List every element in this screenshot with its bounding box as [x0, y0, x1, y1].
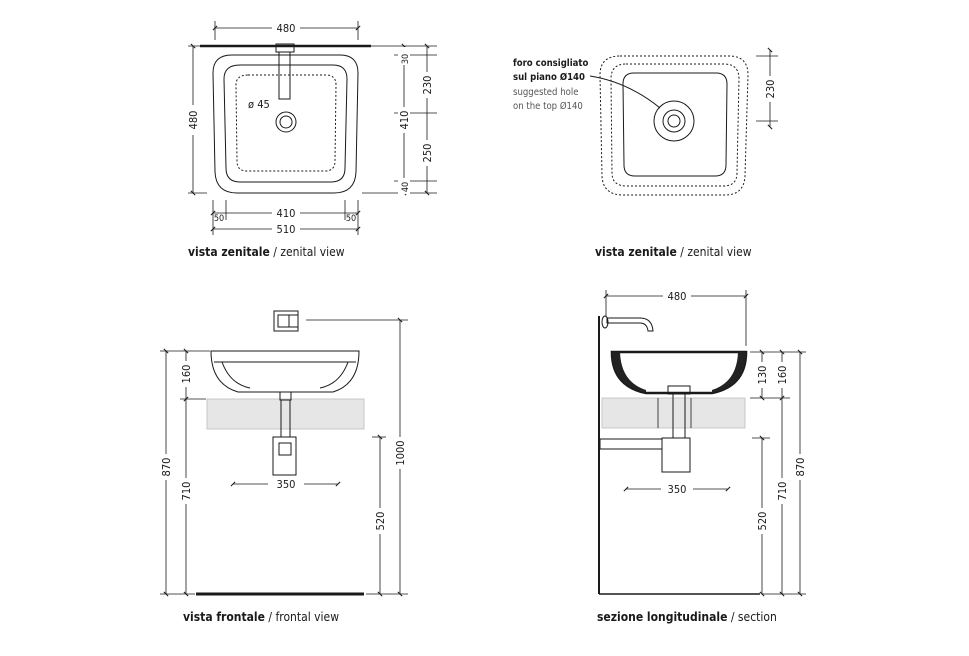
- drain-hole: [275, 111, 297, 133]
- dim-width-480: 480: [277, 22, 296, 35]
- wall-tap-flange: [601, 315, 609, 329]
- basin-outline-dashed: [599, 55, 749, 196]
- caption-frontal: vista frontale / frontal view: [183, 610, 339, 624]
- drain-ring: [662, 109, 686, 133]
- dim-410: 410: [398, 111, 411, 130]
- dim-520-section: 520: [756, 512, 769, 531]
- note-hole-it-2: sul piano Ø140: [513, 72, 585, 83]
- drain-center: [667, 114, 681, 128]
- siphon-section: [661, 437, 691, 473]
- frontal-view: 350 870 160 710 1000 520 vista frontale …: [160, 310, 408, 624]
- caption-section: sezione longitudinale / section: [597, 610, 777, 624]
- zenital-view-left: ø 45 480 480 30 230 410 250 40: [187, 21, 437, 259]
- dim-50-right: 50: [346, 214, 356, 224]
- dim-870-front: 870: [160, 458, 173, 477]
- dim-480-section: 480: [668, 290, 687, 303]
- dim-40: 40: [401, 182, 411, 192]
- note-hole-en-1: suggested hole: [513, 87, 578, 98]
- basin-inner-outline-right: [622, 72, 728, 177]
- bowl-dashed-outline: [235, 74, 337, 172]
- dim-160-front: 160: [180, 365, 193, 384]
- dim-410-bottom: 410: [277, 207, 296, 220]
- hole-diameter-label: ø 45: [248, 98, 270, 111]
- leader-line: [589, 75, 661, 109]
- basin-inner-outline: [223, 64, 348, 183]
- caption-zenital-left: vista zenitale / zenital view: [188, 245, 345, 259]
- note-hole-en-2: on the top Ø140: [513, 101, 583, 112]
- dim-710-section: 710: [776, 482, 789, 501]
- tap-front-inner: [277, 314, 290, 328]
- dim-30: 30: [401, 54, 411, 64]
- dim-250: 250: [421, 144, 434, 163]
- note-hole-it-1: foro consigliato: [513, 58, 589, 69]
- wall-tap-spout: [606, 317, 654, 332]
- tap-spout: [278, 51, 291, 100]
- dim-230: 230: [421, 76, 434, 95]
- suggested-hole: [653, 100, 695, 142]
- dim-510: 510: [277, 223, 296, 236]
- tap-front: [273, 310, 299, 332]
- siphon: [272, 436, 297, 476]
- dim-870-section: 870: [794, 458, 807, 477]
- waste-pipe: [599, 438, 663, 450]
- drain-hole-inner: [279, 115, 293, 129]
- dim-1000-front: 1000: [394, 440, 407, 465]
- basin-front: [210, 350, 360, 393]
- dim-710-front: 710: [180, 482, 193, 501]
- dim-height-480: 480: [187, 111, 200, 130]
- caption-zenital-right: vista zenitale / zenital view: [595, 245, 752, 259]
- countertop-front: [206, 398, 365, 430]
- basin-middle-dashed: [610, 63, 740, 187]
- dim-160-section: 160: [776, 366, 789, 385]
- dim-350-section: 350: [668, 483, 687, 496]
- section-view: 480 350 130 160 870 710 520 sezione long…: [597, 290, 807, 624]
- dim-350-front: 350: [277, 478, 296, 491]
- dim-50-left: 50: [214, 214, 224, 224]
- dim-230-right: 230: [764, 80, 777, 99]
- dim-130-section: 130: [756, 366, 769, 385]
- zenital-view-right: foro consigliato sul piano Ø140 suggeste…: [513, 47, 778, 259]
- dim-520-front: 520: [374, 512, 387, 531]
- basin-outline: [212, 54, 359, 194]
